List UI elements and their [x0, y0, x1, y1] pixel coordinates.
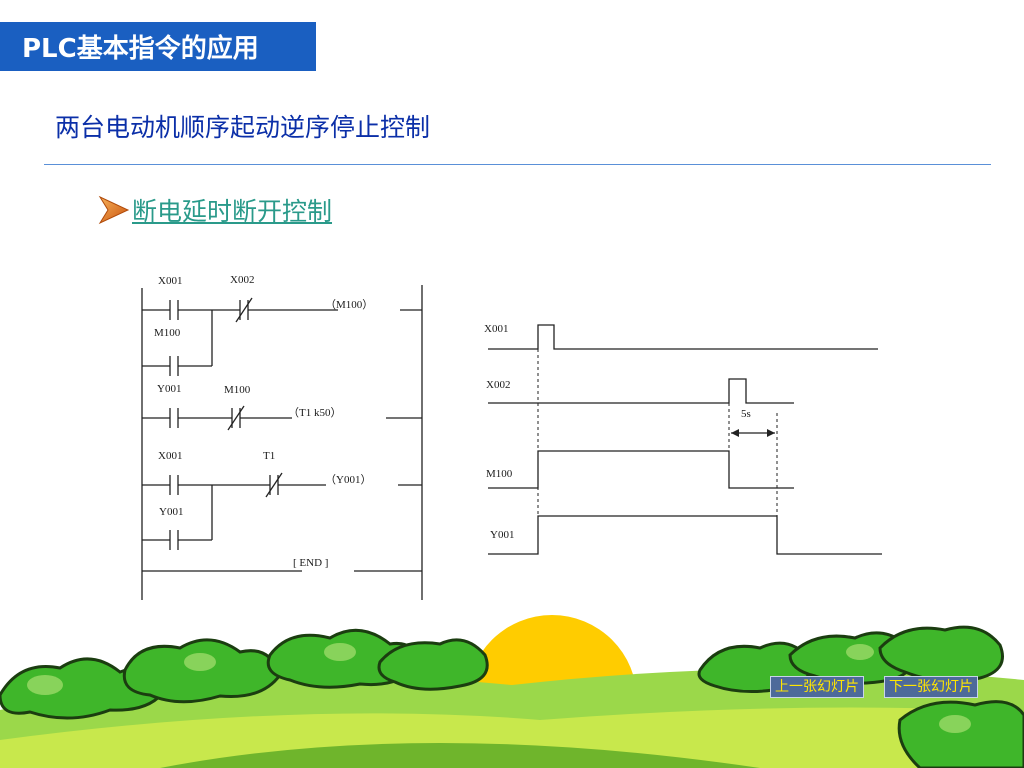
- divider-line: [44, 164, 991, 165]
- slide-title: PLC基本指令的应用: [22, 34, 259, 64]
- r1-contact-x002: X002: [230, 274, 254, 286]
- title-bar: [0, 22, 316, 71]
- r3-contact-y001: Y001: [159, 506, 183, 518]
- end-instruction: [ END ]: [293, 557, 328, 569]
- r1-contact-m100: M100: [154, 327, 181, 339]
- r2-contact-m100: M100: [224, 384, 251, 396]
- slide-subtitle: 两台电动机顺序起动逆序停止控制: [55, 113, 431, 142]
- delay-label: 5s: [741, 408, 751, 420]
- timing-diagram: X001 X002 M100 Y001 5s: [484, 323, 882, 555]
- r2-contact-y001: Y001: [157, 383, 181, 395]
- r2-coil: （T1 k50）: [288, 406, 341, 419]
- bullet-link[interactable]: 断电延时断开控制: [132, 197, 333, 226]
- landscape-illustration: [0, 615, 1024, 768]
- sig-x001: X001: [484, 323, 508, 335]
- sig-y001: Y001: [490, 529, 514, 541]
- next-slide-button[interactable]: 下一张幻灯片: [884, 676, 978, 698]
- sig-x002: X002: [486, 379, 510, 391]
- prev-slide-button[interactable]: 上一张幻灯片: [770, 676, 864, 698]
- r1-coil: （M100）: [325, 298, 373, 311]
- r1-contact-x001: X001: [158, 275, 182, 287]
- r3-contact-t1: T1: [263, 450, 275, 462]
- bullet-arrow-icon: [98, 195, 130, 225]
- sig-m100: M100: [486, 468, 513, 480]
- r3-coil: （Y001）: [325, 473, 371, 486]
- r3-contact-x001: X001: [158, 450, 182, 462]
